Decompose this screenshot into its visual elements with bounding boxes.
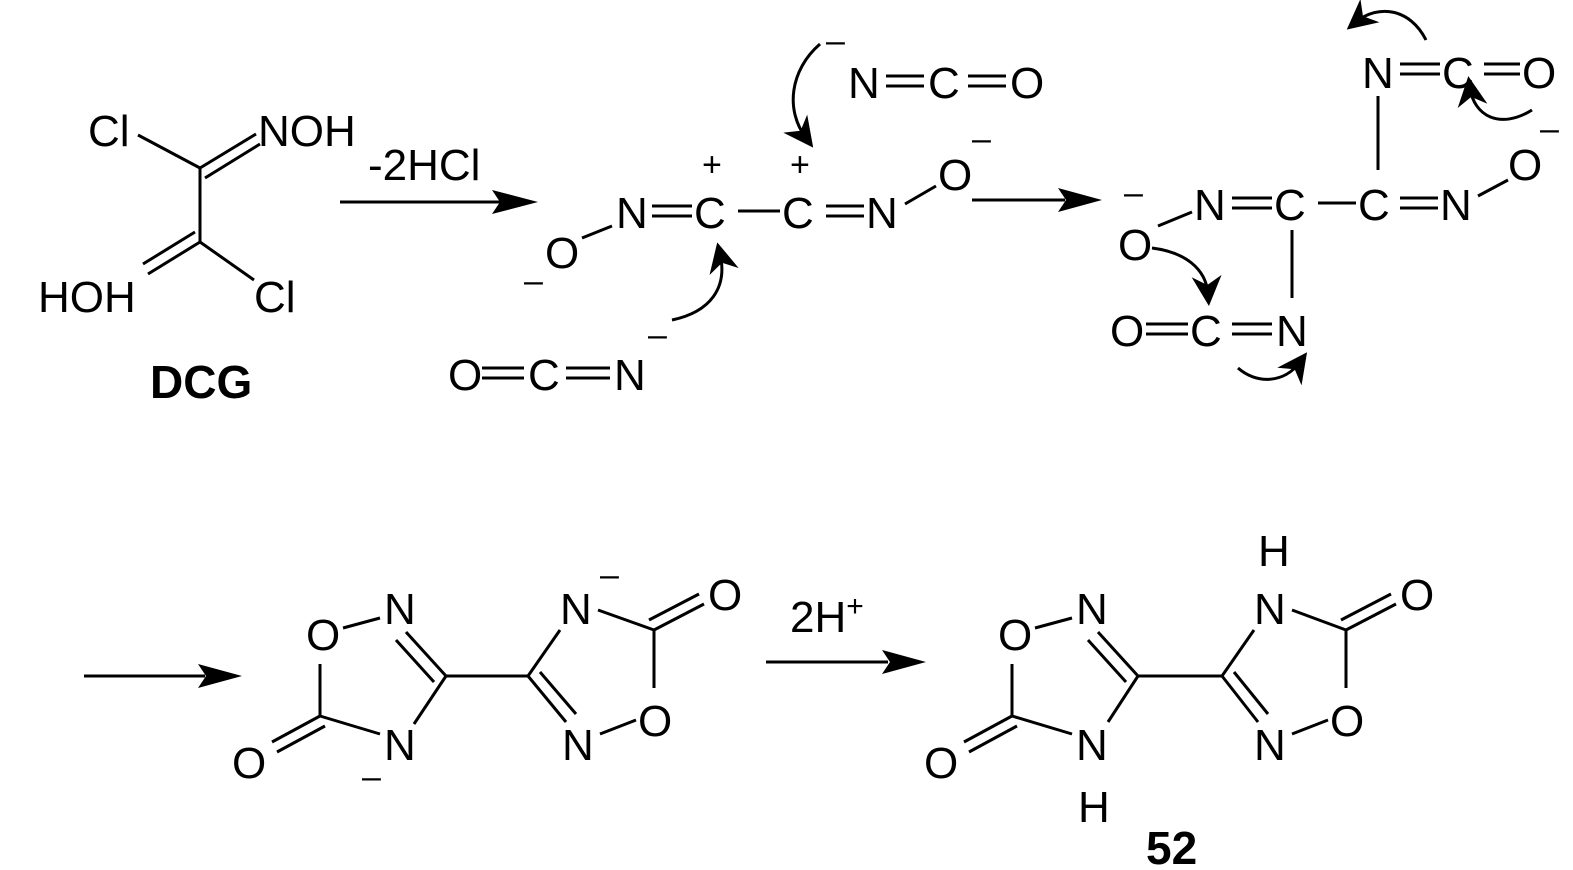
bond-c-cl [199, 240, 255, 282]
charge-minus-o-left: – [524, 262, 543, 300]
atom-noh: NOH [258, 107, 356, 156]
curly-arrow-iso-top [1346, 0, 1428, 41]
atom-iso-bottom-o: O [1110, 307, 1144, 356]
atom-n-right: N [866, 189, 898, 238]
dcg-structure: Cl NOH HOH Cl DCG [38, 107, 356, 408]
atom-h-right: H [1258, 527, 1290, 576]
atom-o-p-ring-right: O [1330, 697, 1364, 746]
curly-arrow-o-to-c [1457, 76, 1533, 121]
charge-minus-cyanate-bottom: – [648, 316, 667, 354]
atom-iso-bottom-n: N [1276, 307, 1308, 356]
atom-o-adduct-left: O [1118, 221, 1152, 270]
atom-n-left: N [616, 189, 648, 238]
atom-cl-top: Cl [88, 107, 130, 156]
charge-plus-c-right: + [790, 146, 810, 184]
adduct-intermediate: – O N C C N O – N C O O C N [1110, 0, 1559, 386]
nitrile-oxide-intermediate: O – N C + C + N O – – N C O O C N – [448, 22, 1044, 400]
atom-cl-bottom: Cl [254, 273, 296, 322]
curly-arrow-bond-shift [1237, 352, 1308, 386]
atom-cyanate-bottom-n: N [614, 351, 646, 400]
atom-o-carbonyl-left: O [232, 739, 266, 788]
atom-n-p-ring-right-top: N [1254, 585, 1286, 634]
atom-o-p-carbonyl-left: O [924, 739, 958, 788]
atom-h-left: H [1078, 783, 1110, 832]
atom-iso-top-n: N [1362, 49, 1394, 98]
atom-iso-top-o: O [1522, 49, 1556, 98]
bond-c-n-double-d [142, 230, 196, 266]
atom-cyanate-top-n: N [848, 59, 880, 108]
atom-o-ring-left: O [306, 611, 340, 660]
step3-arrow [84, 664, 242, 688]
bond-cl-c [137, 133, 201, 170]
charge-minus-n-right: – [600, 556, 619, 594]
charge-minus-cyanate-top: – [826, 22, 845, 60]
atom-c-adduct-right: C [1358, 181, 1390, 230]
atom-o-p-carbonyl-right: O [1400, 571, 1434, 620]
charge-minus-n-left: – [362, 758, 381, 796]
atom-o-ring-right: O [638, 697, 672, 746]
charge-minus-o-adduct-right: – [1540, 110, 1559, 148]
bond-c-n-double-c [147, 240, 201, 276]
atom-iso-bottom-c: C [1190, 307, 1222, 356]
atom-o-carbonyl-right: O [708, 571, 742, 620]
atom-n-p-ring-left-bottom: N [1076, 721, 1108, 770]
charge-plus-c-left: + [702, 146, 722, 184]
atom-o-right: O [938, 151, 972, 200]
atom-o-p-ring-left: O [998, 611, 1032, 660]
atom-n-adduct-right: N [1440, 181, 1472, 230]
atom-c-adduct-left: C [1274, 181, 1306, 230]
charge-minus-o-adduct-left: – [1124, 174, 1143, 212]
step1-reagent: -2HCl [368, 141, 480, 190]
atom-n-ring-left-bottom: N [384, 721, 416, 770]
atom-n-ring-right-top: N [560, 585, 592, 634]
atom-n-p-ring-left-top: N [1076, 585, 1108, 634]
dianion-structure: O N N – O N – O O N [232, 556, 742, 796]
product-52-structure: O N N H O N H O O N 52 [924, 527, 1434, 870]
atom-n-adduct-left: N [1194, 181, 1226, 230]
atom-o-adduct-right: O [1508, 141, 1542, 190]
atom-c-left: C [694, 189, 726, 238]
atom-n-ring-left-top: N [384, 585, 416, 634]
charge-minus-o-right: – [972, 120, 991, 158]
product-label: 52 [1146, 822, 1197, 870]
bond-c-n-double-b [204, 142, 261, 180]
atom-n-p-ring-right-bottom: N [1254, 721, 1286, 770]
atom-cyanate-bottom-o: O [448, 351, 482, 400]
step2-arrow [972, 188, 1102, 212]
atom-hoh: HOH [38, 273, 136, 322]
step1-arrow: -2HCl [340, 141, 538, 214]
curly-arrow-bottom [671, 242, 739, 322]
curly-arrow-o-to-c-bottom [1151, 246, 1222, 306]
atom-c-right: C [782, 189, 814, 238]
step4-reagent: 2H+ [790, 590, 864, 642]
atom-cyanate-bottom-c: C [528, 351, 560, 400]
atom-o-left: O [545, 229, 579, 278]
atom-cyanate-top-o: O [1010, 59, 1044, 108]
step4-arrow: 2H+ [766, 590, 926, 674]
atom-n-ring-right-bottom: N [562, 721, 594, 770]
dcg-label: DCG [150, 356, 252, 408]
atom-cyanate-top-c: C [928, 59, 960, 108]
curly-arrow-top [783, 42, 821, 148]
bond-c-n-double-a [199, 132, 257, 170]
